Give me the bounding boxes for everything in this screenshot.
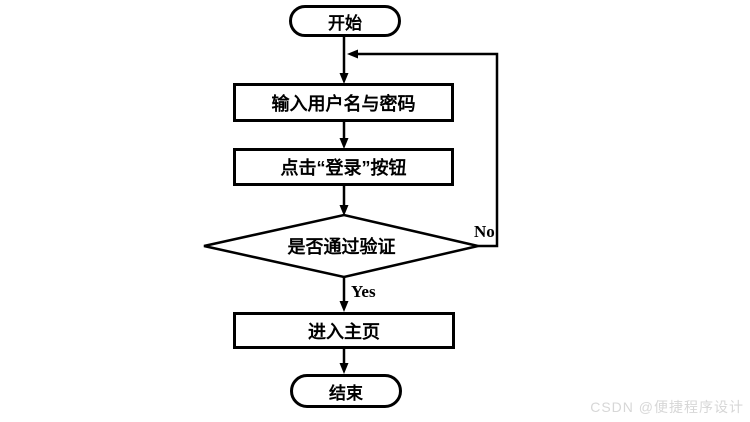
edge-label-yes: Yes [351,282,376,301]
edge-label-no: No [474,222,495,241]
step-click-login: 点击“登录”按钮 [233,148,454,186]
arrowhead-down-icon [339,205,349,216]
edge-no-loop [358,52,499,248]
step-enter-homepage: 进入主页 [233,312,455,349]
decision-validation-label: 是否通过验证 [287,237,396,257]
end-node: 结束 [290,374,402,408]
decision-diamond-shape [203,213,479,279]
arrowhead-down-icon [339,138,349,149]
arrowhead-down-icon [339,363,349,374]
step-input-credentials: 输入用户名与密码 [233,83,454,122]
arrowhead-down-icon [339,73,349,84]
arrowhead-left-icon [347,49,358,59]
arrowhead-down-icon [339,301,349,312]
start-node: 开始 [289,5,401,37]
watermark-text: CSDN @便捷程序设计 [590,399,744,415]
